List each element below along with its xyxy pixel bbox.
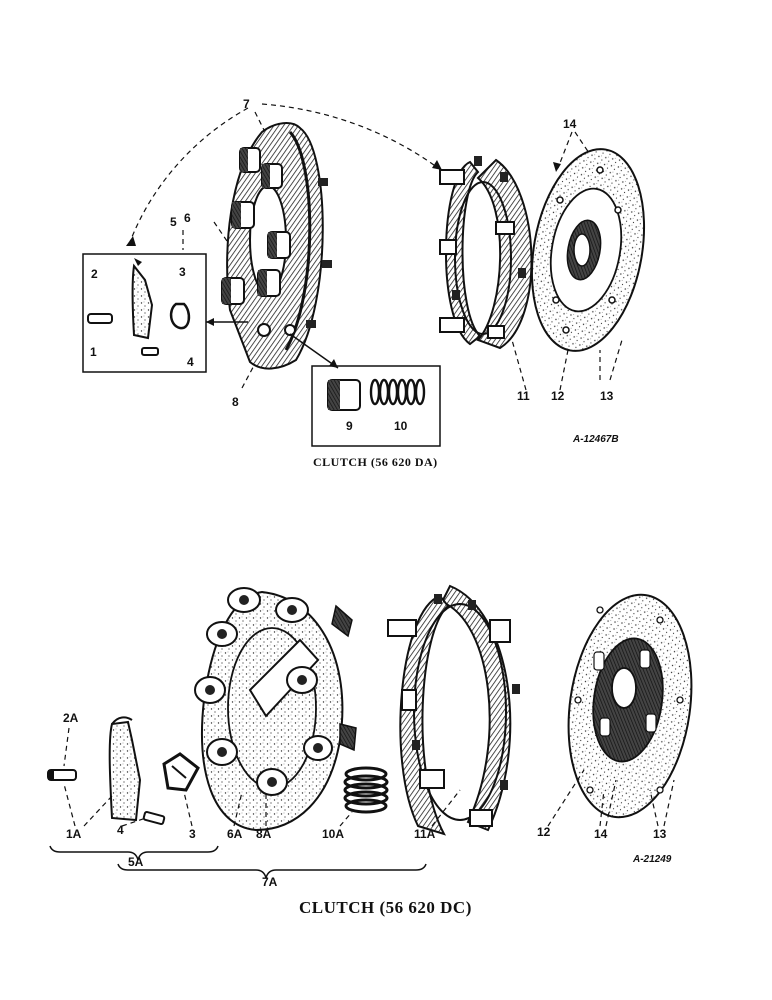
callout-10A: 10A [322,827,344,841]
callout-13: 13 [653,827,667,841]
callout-3: 3 [189,827,196,841]
lever-parts-bottom [47,716,200,826]
callout-1A: 1A [66,827,82,841]
callout-4: 4 [117,823,124,837]
callout-5: 5 [170,215,177,229]
lever-parts-inset [82,253,207,373]
caption-top: CLUTCH (56 620 DA) [313,455,438,469]
spring-10A [343,766,389,814]
caption-bottom: CLUTCH (56 620 DC) [299,898,472,917]
callout-11A: 11A [414,827,436,841]
clutch-cover-11A [387,584,520,836]
callout-14: 14 [594,827,608,841]
reference-top: A-12467B [572,434,619,445]
callout-4: 4 [187,355,194,369]
assembly-braces [49,845,427,879]
callout-leaders-bottom [63,727,675,827]
callout-2A: 2A [63,711,79,725]
callout-7A: 7A [262,875,278,889]
callout-10: 10 [394,419,408,433]
callout-8A: 8A [256,827,272,841]
clutch-cover-11 [439,156,533,350]
callout-3: 3 [179,265,186,279]
callout-6: 6 [184,211,191,225]
callout-7: 7 [243,97,250,111]
diagram-top: 7 14 5 6 2 3 1 4 8 9 10 11 12 13 CLUTCH … [82,97,646,469]
spring-inset [311,365,441,447]
callout-8: 8 [232,395,239,409]
callout-2: 2 [91,267,98,281]
clutch-disc-bottom [567,593,693,819]
reference-bottom: A-21249 [632,854,672,865]
callout-12: 12 [551,389,565,403]
callout-13: 13 [600,389,614,403]
callout-1: 1 [90,345,97,359]
callout-6A: 6A [227,827,243,841]
pressure-plate-assembly [221,122,332,370]
callout-12: 12 [537,825,551,839]
pressure-plate-bottom [194,587,357,832]
callout-14: 14 [563,117,577,131]
clutch-disc-top [530,148,646,352]
callout-11: 11 [517,389,530,403]
diagram-bottom: 2A 1A 4 3 6A 8A 10A 11A 12 14 13 5A 7A C… [47,584,693,917]
callout-9: 9 [346,419,353,433]
callout-5A: 5A [128,855,144,869]
